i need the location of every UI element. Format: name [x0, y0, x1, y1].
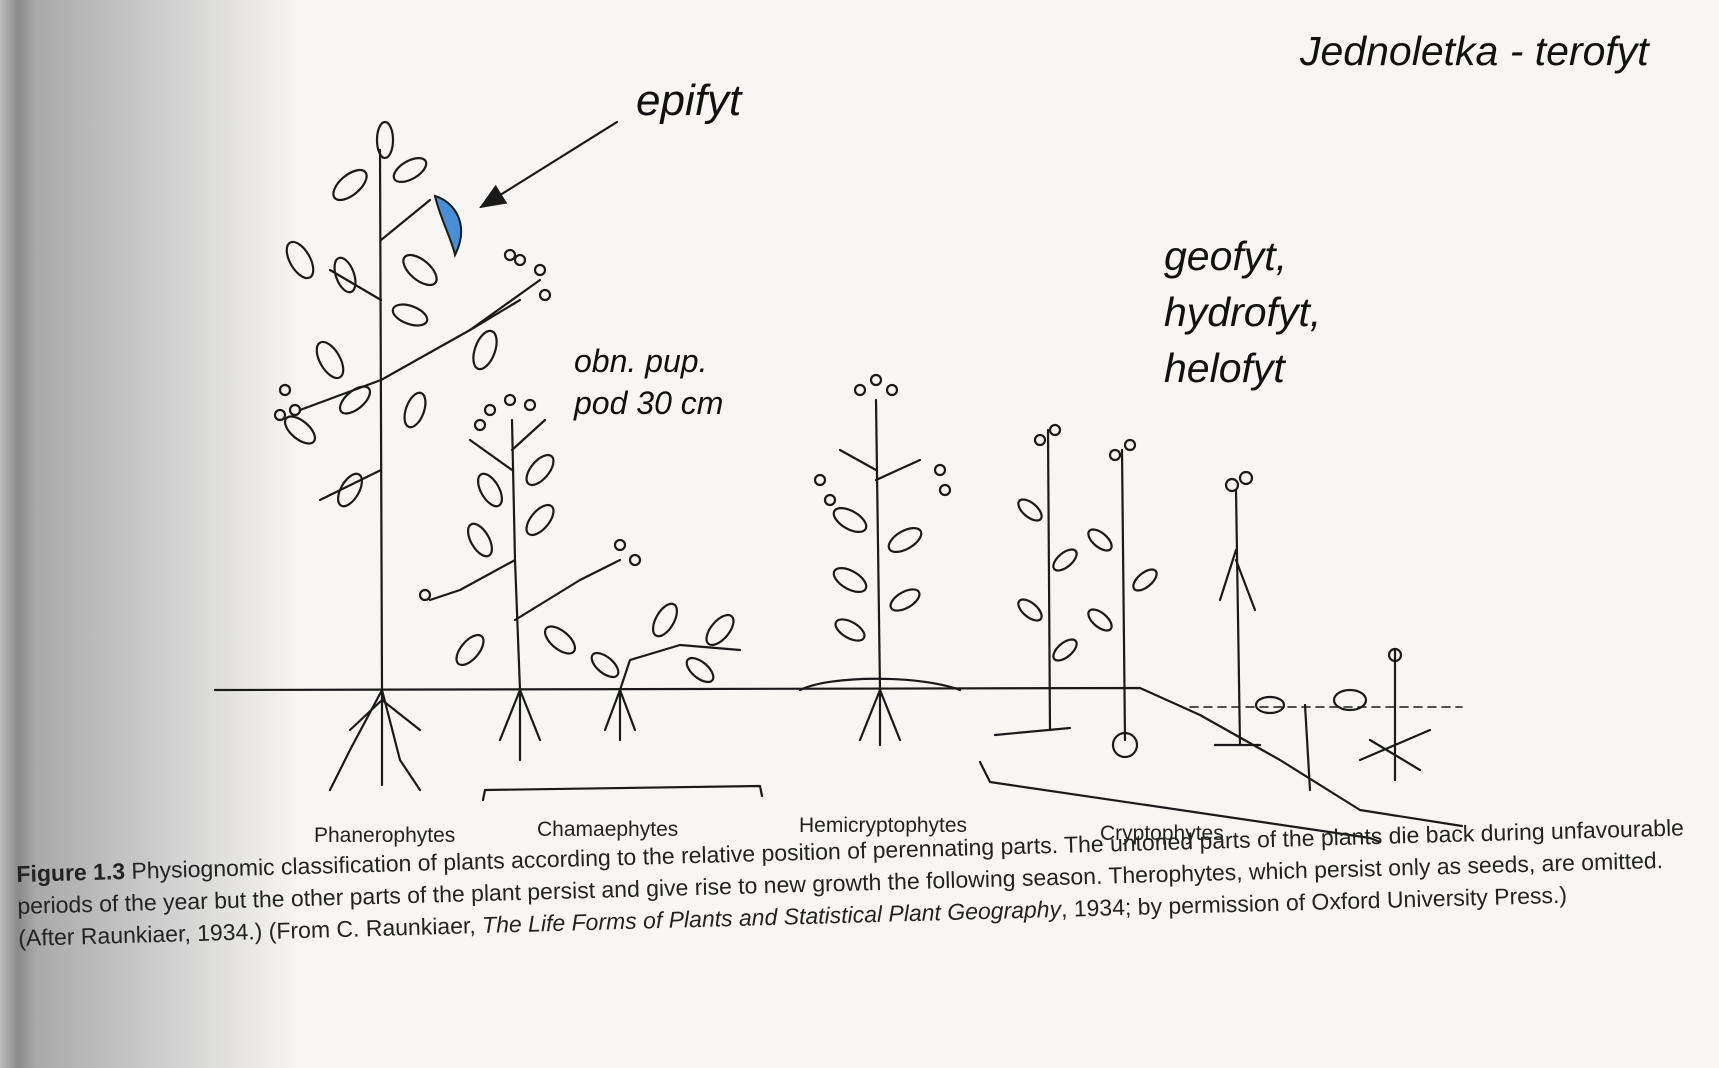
chamaephyte-shrub-1 [420, 395, 640, 760]
epiphyte-marker [435, 196, 461, 255]
cryptophyte-geophyte-2 [1085, 440, 1160, 757]
cryptophyte-helophyte [1215, 472, 1260, 745]
label-phanerophytes: Phanerophytes [314, 824, 455, 847]
cryptophyte-hydrophyte [1256, 649, 1430, 790]
ground-line [215, 688, 1462, 826]
chamaephyte-creeper-2 [588, 600, 740, 740]
chamaephytes-bracket [483, 786, 762, 800]
label-chamaephytes: Chamaephytes [537, 818, 678, 841]
figure-label: Figure 1.3 [16, 858, 125, 887]
epiphyte-arrow [481, 122, 617, 207]
